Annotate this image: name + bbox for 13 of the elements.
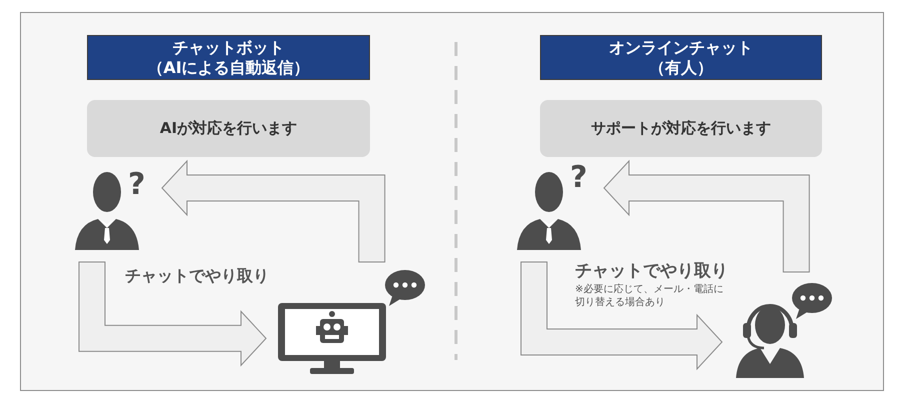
- bent-block-arrow: [78, 262, 267, 367]
- title-banner: オンラインチャット（有人）: [540, 35, 822, 80]
- bent-block-arrow: [161, 160, 386, 262]
- description-box: AIが対応を行います: [87, 100, 370, 157]
- bent-block-arrow: [603, 160, 810, 272]
- flow-label: チャットでやり取り: [575, 261, 729, 281]
- flow-label: チャットでやり取り: [125, 266, 270, 286]
- question-mark: ?: [128, 170, 146, 200]
- description-box: サポートが対応を行います: [540, 100, 822, 157]
- title-banner: チャットボット（AIによる自動返信）: [87, 35, 370, 80]
- bent-block-arrow: [520, 262, 723, 370]
- question-mark: ?: [570, 163, 588, 193]
- note-text: ※必要に応じて、メール・電話に切り替える場合あり: [575, 283, 724, 309]
